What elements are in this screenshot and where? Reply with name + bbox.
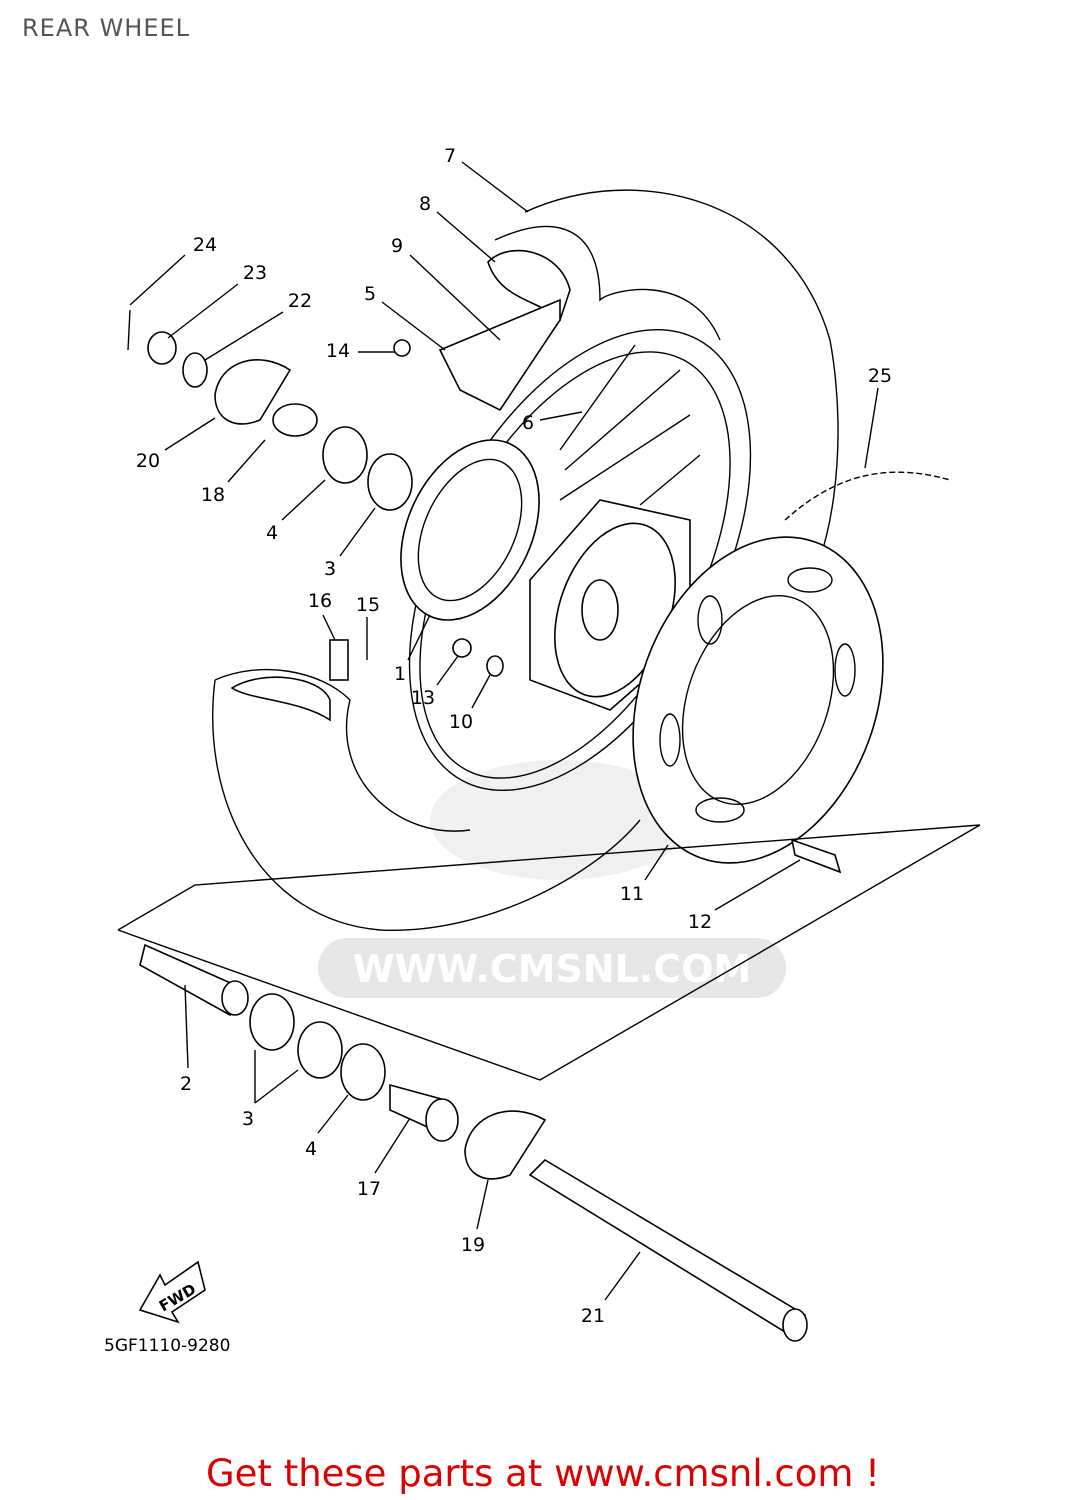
leader-lines: [129, 161, 879, 1301]
tire: [212, 189, 839, 931]
callout-19: 19: [461, 1234, 485, 1256]
callout-11: 11: [620, 883, 644, 905]
callout-17: 17: [357, 1178, 381, 1200]
callout-15: 15: [356, 594, 380, 616]
callout-22: 22: [288, 290, 312, 312]
callout-21: 21: [581, 1305, 605, 1327]
bottom-parts: [117, 824, 981, 1342]
watermark-text: WWW.CMSNL.COM: [353, 947, 752, 991]
watermark: WWW.CMSNL.COM: [318, 760, 786, 998]
fwd-arrow-icon: FWD: [138, 1260, 206, 1324]
callout-2: 2: [180, 1073, 192, 1095]
spokes: [559, 344, 701, 506]
callout-labels: 7 8 9 5 14 24 23 22 20 18 4 3 6 25 16 15…: [136, 145, 892, 1327]
sprocket: [632, 536, 884, 864]
callout-18: 18: [201, 484, 225, 506]
callout-3: 3: [324, 558, 336, 580]
callout-9: 9: [391, 235, 403, 257]
callout-4b: 4: [305, 1138, 317, 1160]
callout-8: 8: [419, 193, 431, 215]
callout-25: 25: [868, 365, 892, 387]
footer-link[interactable]: Get these parts at www.cmsnl.com !: [205, 1452, 880, 1495]
diagram-code: 5GF1110-9280: [104, 1336, 230, 1356]
callout-12: 12: [688, 911, 712, 933]
callout-14: 14: [326, 340, 350, 362]
callout-16: 16: [308, 590, 332, 612]
callout-10: 10: [449, 711, 473, 733]
callout-20: 20: [136, 450, 160, 472]
callout-3b: 3: [242, 1108, 254, 1130]
callout-24: 24: [193, 234, 217, 256]
callout-23: 23: [243, 262, 267, 284]
callout-7: 7: [444, 145, 456, 167]
left-parts: [127, 309, 504, 681]
callout-13: 13: [411, 687, 435, 709]
chain: [784, 471, 951, 521]
page-title: REAR WHEEL: [22, 14, 191, 42]
callout-4: 4: [266, 522, 278, 544]
callout-6: 6: [522, 412, 534, 434]
callout-1: 1: [394, 663, 406, 685]
callout-5: 5: [364, 283, 376, 305]
